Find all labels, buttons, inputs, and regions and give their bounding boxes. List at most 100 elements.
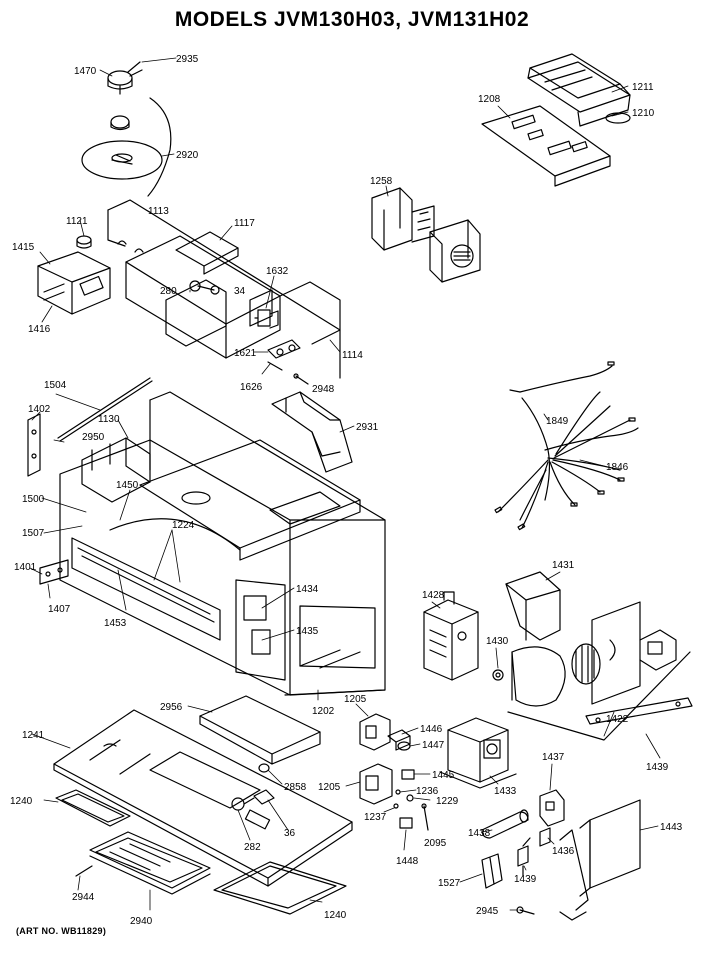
label-1229: 1229 [436,796,459,807]
blower-assembly-part [507,601,691,741]
vent-fan-motor-part [371,187,481,283]
screw-1236 [395,789,401,795]
label-1224: 1224 [172,520,195,531]
light-socket-36-part [253,789,275,805]
label-1114: 1114 [342,350,363,361]
label-1846: 1846 [606,462,629,473]
label-2944: 2944 [72,892,95,903]
label-1439-right: 1439 [646,762,669,773]
air-duct-part [271,391,353,473]
screw-1229 [406,794,414,802]
label-1448: 1448 [396,856,419,867]
lamp-socket-part [267,339,301,371]
label-2931: 2931 [356,422,379,433]
label-1236: 1236 [416,786,439,797]
label-1443: 1443 [660,822,683,833]
fuse-holder-part [539,789,565,827]
label-1402: 1402 [28,404,51,415]
grille-cover-part [199,695,321,765]
label-1430: 1430 [486,636,509,647]
hinge-bracket-part [27,413,41,477]
top-vent-grille-part [527,53,631,127]
label-1433: 1433 [494,786,517,797]
label-282: 282 [244,842,261,853]
label-2950: 2950 [82,432,105,443]
switch-1445-part [401,769,415,780]
label-1121: 1121 [66,216,88,227]
interlock-switch-part [254,309,279,329]
vent-plate-part [481,105,611,187]
door-latch-bracket-part [39,559,69,585]
label-2095: 2095 [424,838,447,849]
rod-part [57,377,153,442]
label-1241: 1241 [22,730,45,741]
label-1205-lower: 1205 [318,782,341,793]
label-36: 36 [284,828,296,839]
art-number: (ART NO. WB11829) [16,926,107,936]
part-labels: 1470 2935 2920 1211 1208 1210 1121 1113 … [10,54,683,927]
screw-1237 [393,803,399,809]
diode-part [517,837,531,877]
filter-bar-part [585,697,693,725]
label-1258: 1258 [370,176,393,187]
label-1507: 1507 [22,528,45,539]
label-1470: 1470 [74,66,97,77]
label-1431: 1431 [552,560,575,571]
tray-leader [147,97,172,197]
capacitor-part [481,809,529,839]
page-title: MODELS JVM130H03, JVM131H02 [174,8,530,31]
label-1237: 1237 [364,812,387,823]
screw-2948 [293,373,309,385]
bottom-tray-part [53,709,353,887]
screw-2945 [516,906,535,915]
switch-1446-part [387,729,411,751]
label-1527: 1527 [438,878,461,889]
wiring-harness-part [494,361,639,531]
grease-filter-left-part [55,789,131,827]
label-1240-left: 1240 [10,796,33,807]
label-1113: 1113 [148,206,169,217]
label-2956: 2956 [160,702,183,713]
turntable-tray-part [81,115,163,180]
label-1437: 1437 [542,752,565,763]
label-1436: 1436 [552,846,575,857]
fuse-part [539,827,551,847]
main-cavity-part [59,391,386,696]
bracket-1130-part [81,437,151,503]
label-2945: 2945 [476,906,499,917]
label-1434: 1434 [296,584,319,595]
light-housing-part [37,251,111,315]
label-1211: 1211 [632,82,654,93]
label-1401: 1401 [14,562,37,573]
label-1130: 1130 [98,414,120,425]
screw-2095 [421,803,429,831]
label-1117: 1117 [234,218,255,229]
label-2858: 2858 [284,782,307,793]
label-1205-upper: 1205 [344,694,367,705]
label-1240-right: 1240 [324,910,347,921]
label-1439-lower: 1439 [514,874,537,885]
light-lens-part [89,831,211,895]
label-1504: 1504 [44,380,67,391]
label-34: 34 [234,286,246,297]
lamp-2858-part [258,763,270,773]
label-1446: 1446 [420,724,443,735]
label-1849: 1849 [546,416,569,427]
label-2920: 2920 [176,150,199,161]
transformer-part [439,717,517,789]
blower-duct-part [505,571,561,641]
label-2935: 2935 [176,54,199,65]
grease-filter-right-part [213,861,347,915]
label-1416: 1416 [28,324,51,335]
leader-lines [29,57,661,911]
label-1626: 1626 [240,382,263,393]
label-1415: 1415 [12,242,35,253]
label-1435: 1435 [296,626,319,637]
label-1453: 1453 [104,618,127,629]
label-1422: 1422 [606,714,629,725]
label-2948: 2948 [312,384,335,395]
bulb-282-part [231,797,255,811]
label-1208: 1208 [478,94,501,105]
